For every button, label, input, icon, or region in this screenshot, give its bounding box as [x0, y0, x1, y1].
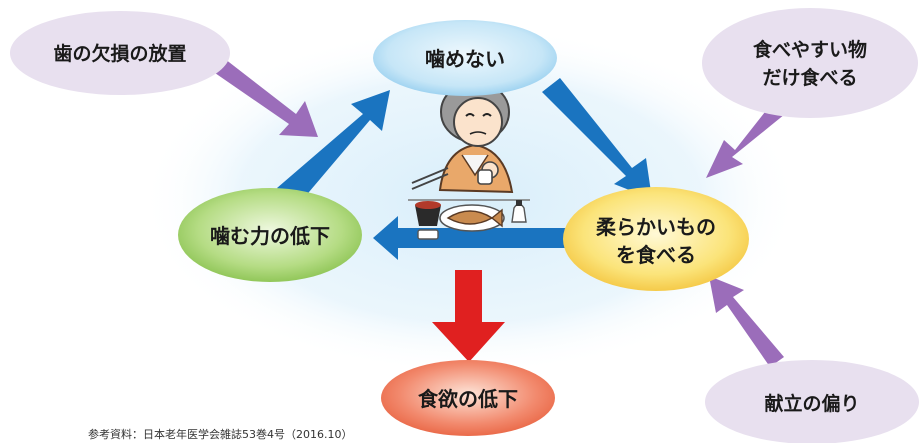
cause-tooth-loss-neglect-label: 歯の欠損の放置	[53, 42, 186, 65]
arrow-from-easy-food	[706, 98, 790, 178]
node-appetite-loss: 食欲の低下	[381, 360, 555, 436]
node-eat-soft-food-line2: を食べる	[616, 243, 696, 267]
node-eat-soft-food: 柔らかいもの を食べる	[563, 187, 749, 291]
node-chewing-power-decline: 噛む力の低下	[178, 188, 362, 282]
arrow-right-to-left	[373, 216, 566, 260]
cycle-arrows	[277, 78, 652, 260]
node-cannot-chew-label: 噛めない	[425, 47, 505, 71]
cause-unbalanced-menu-label: 献立の偏り	[764, 392, 859, 415]
elderly-person-eating-illustration	[408, 81, 530, 240]
cause-easy-food-only-line2: だけ食べる	[762, 66, 857, 89]
cause-tooth-loss-neglect: 歯の欠損の放置	[10, 11, 230, 95]
cause-unbalanced-menu: 献立の偏り	[705, 360, 919, 443]
node-appetite-loss-label: 食欲の低下	[418, 387, 518, 411]
arrow-from-tooth-loss	[215, 59, 318, 137]
arrow-to-appetite-loss	[432, 270, 505, 362]
node-eat-soft-food-line1: 柔らかいもの	[596, 215, 716, 239]
node-cannot-chew: 噛めない	[373, 20, 557, 96]
node-chewing-power-decline-label: 噛む力の低下	[210, 224, 330, 248]
cause-arrows	[215, 59, 790, 367]
reference-note: 参考資料：日本老年医学会雑誌53巻4号（2016.10）	[88, 428, 353, 441]
arrow-left-to-top	[277, 90, 390, 205]
arrow-top-to-right	[542, 78, 652, 199]
arrow-from-menu-bias	[709, 276, 784, 367]
cause-easy-food-only: 食べやすい物 だけ食べる	[702, 8, 918, 118]
cause-easy-food-only-line1: 食べやすい物	[753, 38, 867, 61]
